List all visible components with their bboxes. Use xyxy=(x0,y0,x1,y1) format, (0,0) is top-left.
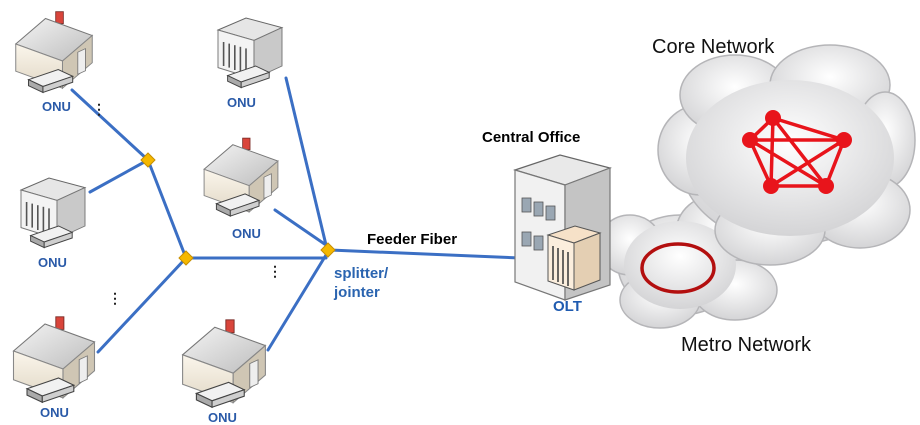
apartment-building-icon xyxy=(217,17,283,89)
onu-label: ONU xyxy=(40,405,69,420)
splitter-label-line1: splitter/ xyxy=(334,265,389,282)
onu-label: ONU xyxy=(42,99,71,114)
feeder-fiber-label: Feeder Fiber xyxy=(367,231,458,248)
house-icon xyxy=(203,137,279,217)
core-network-label: Core Network xyxy=(652,36,775,58)
house-icon xyxy=(182,319,266,408)
apartment-building-icon xyxy=(20,177,86,249)
olt-label: OLT xyxy=(553,298,582,315)
metro-ring xyxy=(640,242,716,294)
splitter-label: splitter/ jointer xyxy=(334,264,388,302)
onu-label: ONU xyxy=(232,226,261,241)
more-onus-ellipsis: ⋮ xyxy=(92,101,106,117)
splitter-label-line2: jointer xyxy=(334,284,380,301)
more-onus-ellipsis: ⋮ xyxy=(108,290,122,306)
central-office-building-icon xyxy=(513,154,612,301)
splitter-node-icon xyxy=(140,152,336,266)
metro-network-cloud xyxy=(597,193,778,329)
fiber-lines xyxy=(70,76,522,354)
onu-label: ONU xyxy=(227,95,256,110)
metro-network-label: Metro Network xyxy=(681,334,812,356)
central-office-label: Central Office xyxy=(482,129,581,146)
core-network-cloud xyxy=(657,44,916,266)
house-icon xyxy=(15,11,93,94)
onu-label: ONU xyxy=(208,410,237,425)
more-onus-ellipsis: ⋮ xyxy=(268,263,282,279)
onu-label: ONU xyxy=(38,255,67,270)
house-icon xyxy=(12,316,96,403)
